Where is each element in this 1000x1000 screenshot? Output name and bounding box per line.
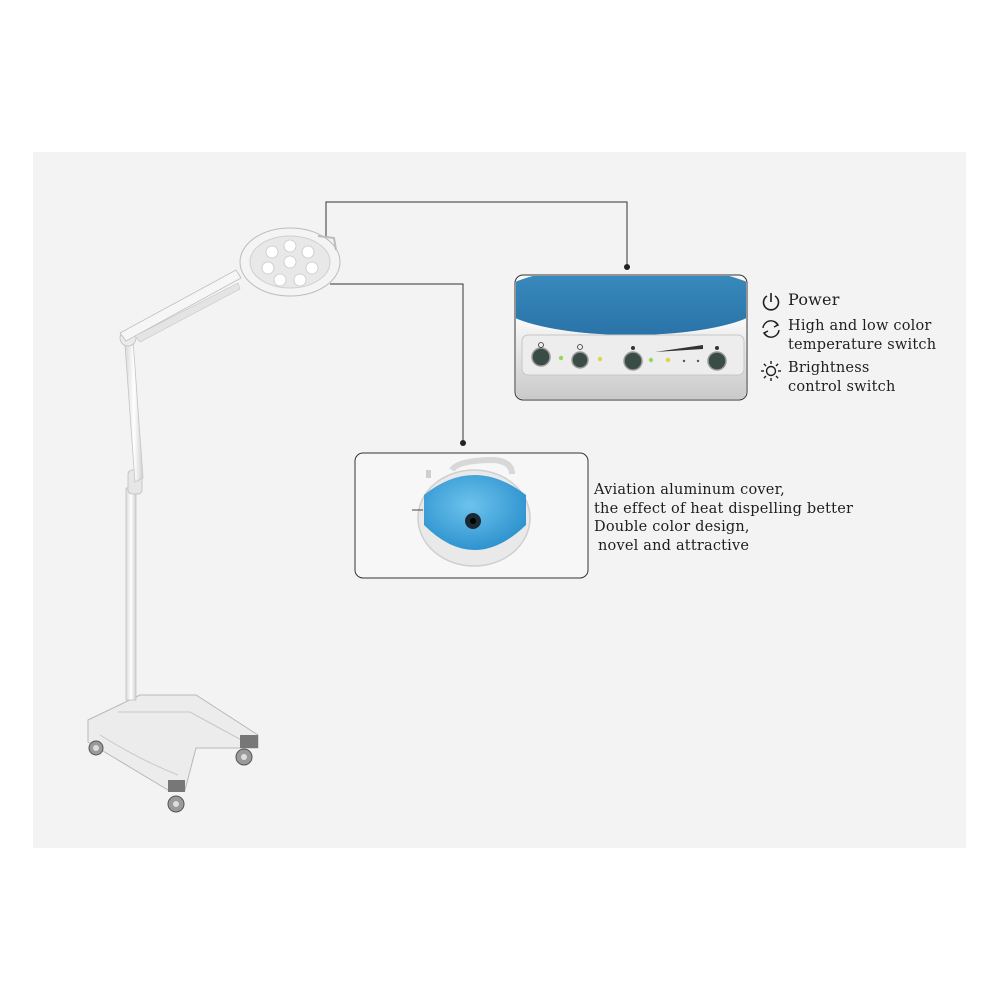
legend-power-label: Power [788,290,840,309]
lamp-lower-arm [124,339,144,483]
indicator-leds [558,355,700,363]
cover-description-line-4: novel and attractive [598,537,750,554]
cover-description-line-3: Double color design, [594,519,750,535]
callout-dot-cover [460,440,466,446]
legend-temperature-line-1: High and low color [788,318,932,334]
legend-temperature-line-2: temperature switch [788,337,937,353]
cover-description-line-2: the effect of heat dispelling better [594,500,854,517]
control-legend: Power High and low color temperature swi… [760,290,960,401]
control-panel-inset [514,274,748,401]
legend-temperature: High and low color temperature switch [760,317,960,355]
legend-power: Power [760,290,960,313]
power-icon [762,293,780,311]
control-knobs [531,347,727,371]
sun-icon [761,361,781,381]
lamp-upper-arm [119,269,242,342]
cover-description-line-1: Aviation aluminum cover, [594,482,785,498]
legend-brightness-line-2: control switch [788,379,896,395]
cover-description: Aviation aluminum cover, the effect of h… [594,481,853,555]
callout-line-cover [330,283,464,443]
callout-dot-control [624,264,630,270]
cover-inset [354,452,589,579]
callout-line-control [325,201,628,267]
lamp-stand [87,227,341,813]
lamp-pole [125,487,137,701]
legend-brightness-line-1: Brightness [788,360,870,376]
cycle-arrows-icon [762,320,780,338]
lamp-head [239,227,341,297]
legend-brightness: Brightness control switch [760,359,960,397]
lamp-base [87,694,259,791]
callout-lines [325,201,628,443]
caster-wheels [88,735,258,813]
